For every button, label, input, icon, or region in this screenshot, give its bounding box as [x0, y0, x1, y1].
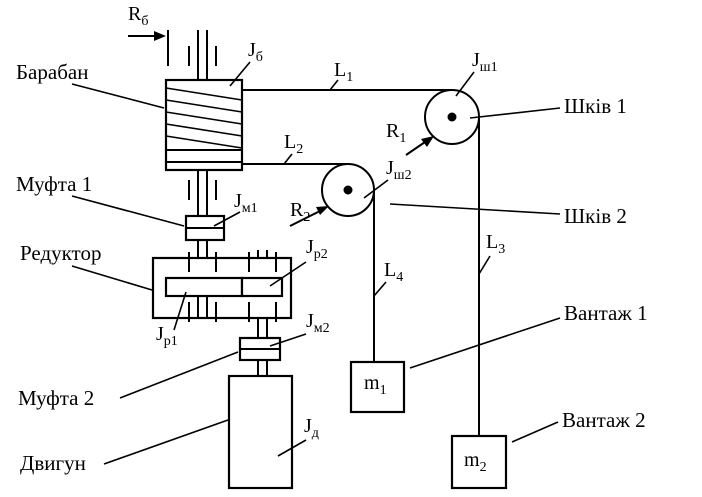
load-2-leader — [511, 421, 559, 443]
j-m1-label: Jм1 — [234, 190, 258, 216]
j-sh2-label: Jш2 — [386, 157, 412, 183]
m1-label: m1 — [364, 372, 387, 398]
j-d-leader — [277, 439, 307, 457]
motor-leader — [103, 419, 229, 465]
coupling-1-label: Муфта 1 — [16, 172, 92, 196]
j-p1-leader — [173, 291, 187, 331]
drum-label: Барабан — [16, 60, 88, 84]
pulley-1-axle — [447, 112, 457, 122]
load-1-leader — [409, 317, 561, 369]
load-2-label: Вантаж 2 — [562, 408, 646, 432]
r-drum-label: Rб — [128, 3, 148, 29]
reducer-leader — [71, 265, 153, 291]
coupling-1-leader — [71, 195, 185, 227]
j-m2-leader — [269, 333, 307, 347]
j-p2-label: Jр2 — [306, 236, 328, 262]
coupling-2-label: Муфта 2 — [18, 386, 94, 410]
j-p1-label: Jр1 — [156, 323, 178, 349]
motor-label: Двигун — [20, 451, 86, 475]
reducer-label: Редуктор — [20, 241, 101, 265]
drum-body — [164, 78, 244, 172]
r1-label: R1 — [386, 120, 406, 146]
motor-shaft — [257, 360, 268, 376]
j-drum-leader — [229, 61, 251, 87]
l3-label: L3 — [486, 231, 505, 257]
j-p2-leader — [269, 261, 307, 287]
drum-top-shaft — [167, 30, 217, 80]
l2-label: L2 — [284, 131, 303, 157]
motor-body — [227, 374, 294, 490]
j-m2-label: Jм2 — [306, 310, 330, 336]
load-1-body — [349, 360, 406, 414]
pulley-2-label: Шків 2 — [564, 204, 627, 228]
pulley-1-leader — [469, 107, 561, 119]
drum-winding — [165, 87, 243, 163]
l4-label: L4 — [384, 259, 403, 285]
drum-lower-shaft — [188, 170, 217, 216]
l1-label: L1 — [334, 59, 353, 85]
m2-label: m2 — [464, 449, 487, 475]
pulley-2-leader — [389, 203, 561, 215]
j-m1-leader — [213, 211, 241, 227]
reducer-gears — [164, 252, 284, 322]
drum-leader — [71, 83, 165, 109]
r-drum-arrow — [128, 31, 166, 41]
r2-arrow — [289, 206, 329, 227]
j-sh1-label: Jш1 — [472, 49, 498, 75]
j-drum-label: Jб — [248, 39, 263, 65]
load-1-label: Вантаж 1 — [564, 301, 648, 325]
reducer-output-shaft — [257, 318, 268, 338]
r2-label: R2 — [290, 199, 310, 225]
r1-arrow — [405, 136, 434, 156]
pulley-1-label: Шків 1 — [564, 94, 627, 118]
j-d-label: Jд — [304, 415, 319, 441]
coupling-2-leader — [119, 351, 239, 399]
load-2-body — [450, 434, 508, 490]
pulley-2-axle — [343, 185, 353, 195]
